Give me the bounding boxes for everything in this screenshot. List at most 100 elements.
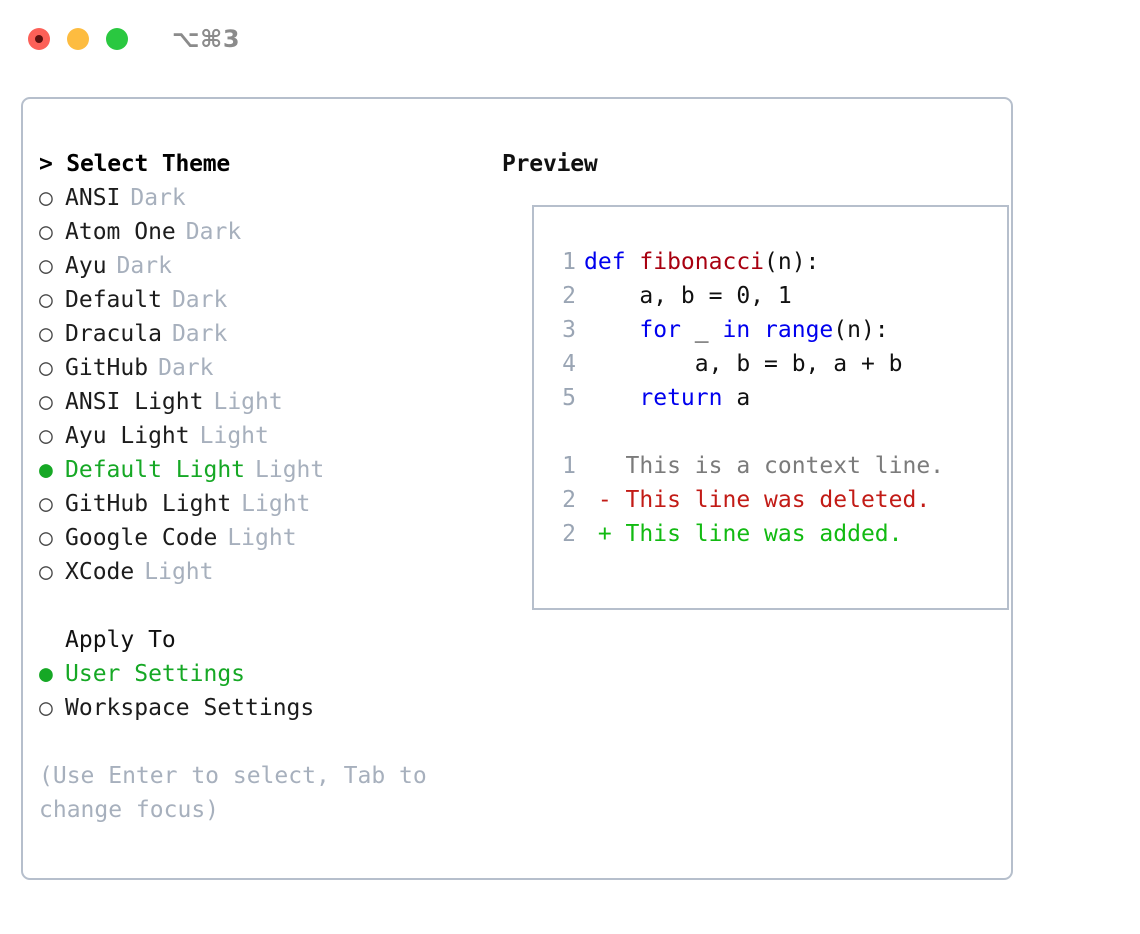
window-controls (28, 28, 128, 50)
radio-unselected-icon: ○ (39, 253, 53, 279)
theme-name-label: Default (65, 287, 162, 313)
radio-unselected-icon: ○ (39, 355, 53, 381)
code-token: for (639, 317, 681, 343)
code-token: def (584, 249, 640, 275)
line-number: 2 (562, 521, 576, 547)
theme-list-item[interactable]: ○ GitHub Light Light (39, 487, 479, 521)
theme-list-item[interactable]: ○ Dracula Dark (39, 317, 479, 351)
select-theme-heading: > Select Theme (39, 151, 231, 177)
diff-line: 1 This is a context line. (546, 449, 999, 483)
theme-name-label: GitHub (65, 355, 149, 381)
theme-kind-label: Dark (185, 219, 242, 245)
list-spacer (39, 589, 479, 623)
theme-kind-label: Light (213, 389, 283, 415)
radio-unselected-icon: ○ (39, 525, 53, 551)
line-number: 1 (562, 453, 576, 479)
apply-to-label: User Settings (65, 661, 246, 687)
code-line-text: return a (576, 385, 750, 411)
apply-to-list[interactable]: ● User Settings ○ Workspace Settings (39, 657, 479, 725)
theme-name-label: Ayu (65, 253, 107, 279)
line-number: 5 (562, 385, 576, 411)
code-token: a (722, 385, 751, 411)
apply-to-label: Workspace Settings (65, 695, 315, 721)
code-token: a, b = 0, 1 (584, 283, 792, 309)
theme-list-item[interactable]: ○ GitHub Dark (39, 351, 479, 385)
radio-unselected-icon: ○ (39, 321, 53, 347)
close-button[interactable] (28, 28, 50, 50)
line-number: 2 (562, 283, 576, 309)
line-number: 2 (562, 487, 576, 513)
preview-heading: Preview (502, 151, 598, 177)
maximize-button[interactable] (106, 28, 128, 50)
theme-name-label: Dracula (65, 321, 162, 347)
radio-unselected-icon: ○ (39, 389, 53, 415)
theme-list-item[interactable]: ○ XCode Light (39, 555, 479, 589)
line-number: 1 (562, 249, 576, 275)
theme-kind-label: Dark (116, 253, 172, 279)
apply-to-item[interactable]: ○ Workspace Settings (39, 691, 479, 725)
radio-unselected-icon: ○ (39, 185, 53, 211)
code-line-text: a, b = b, a + b (576, 351, 903, 377)
radio-unselected-icon: ○ (39, 695, 53, 721)
line-number: 4 (562, 351, 576, 377)
code-token (584, 385, 639, 411)
minimize-button[interactable] (67, 28, 89, 50)
theme-name-label: XCode (65, 559, 135, 585)
radio-unselected-icon: ○ (39, 423, 53, 449)
apply-to-heading: Apply To (65, 627, 176, 653)
code-line: 1 def fibonacci(n): (546, 245, 999, 279)
code-line: 3 for _ in range(n): (546, 313, 999, 347)
theme-list-item[interactable]: ○ ANSI Light Light (39, 385, 479, 419)
theme-list-item[interactable]: ○ Atom One Dark (39, 215, 479, 249)
theme-name-label: GitHub Light (65, 491, 232, 517)
code-token: _ (680, 317, 723, 343)
theme-list-item[interactable]: ○ Google Code Light (39, 521, 479, 555)
diff-line: 2 + This line was added. (546, 517, 999, 551)
code-line: 5 return a (546, 381, 999, 415)
keyboard-hint-text: (Use Enter to select, Tab to change focu… (39, 763, 441, 823)
theme-name-label: ANSI Light (65, 389, 204, 415)
theme-kind-label: Dark (158, 355, 214, 381)
code-token: in range (722, 317, 834, 343)
code-token: a, b = b, a + b (584, 351, 903, 377)
diff-line-text: + This line was added. (584, 521, 903, 547)
keyboard-shortcut-label: ⌥⌘3 (172, 25, 241, 53)
radio-unselected-icon: ○ (39, 219, 53, 245)
theme-kind-label: Dark (171, 321, 228, 347)
theme-kind-label: Light (144, 559, 214, 585)
theme-name-label: Ayu Light (65, 423, 190, 449)
code-token: fibonacci (639, 249, 765, 275)
code-token: (n): (833, 317, 889, 343)
code-diff-separator (546, 415, 999, 449)
radio-selected-icon: ● (39, 457, 53, 483)
diff-line-text: This is a context line. (584, 453, 945, 479)
radio-unselected-icon: ○ (39, 491, 53, 517)
theme-kind-label: Light (241, 491, 311, 517)
code-token (584, 317, 639, 343)
theme-name-label: Atom One (65, 219, 176, 245)
theme-list-item[interactable]: ○ Ayu Dark (39, 249, 479, 283)
radio-selected-icon: ● (39, 661, 53, 687)
code-token: return (639, 385, 723, 411)
theme-kind-label: Light (227, 525, 297, 551)
code-line: 2 a, b = 0, 1 (546, 279, 999, 313)
code-line-text: a, b = 0, 1 (576, 283, 792, 309)
radio-unselected-icon: ○ (39, 559, 53, 585)
apply-to-item[interactable]: ● User Settings (39, 657, 479, 691)
theme-kind-label: Dark (130, 185, 186, 211)
hint-spacer (39, 725, 479, 759)
theme-name-label: Default Light (65, 457, 246, 483)
code-token: (n): (764, 249, 820, 275)
theme-name-label: Google Code (65, 525, 218, 551)
code-line-text: for _ in range(n): (576, 317, 889, 343)
diff-line-text: - This line was deleted. (584, 487, 931, 513)
